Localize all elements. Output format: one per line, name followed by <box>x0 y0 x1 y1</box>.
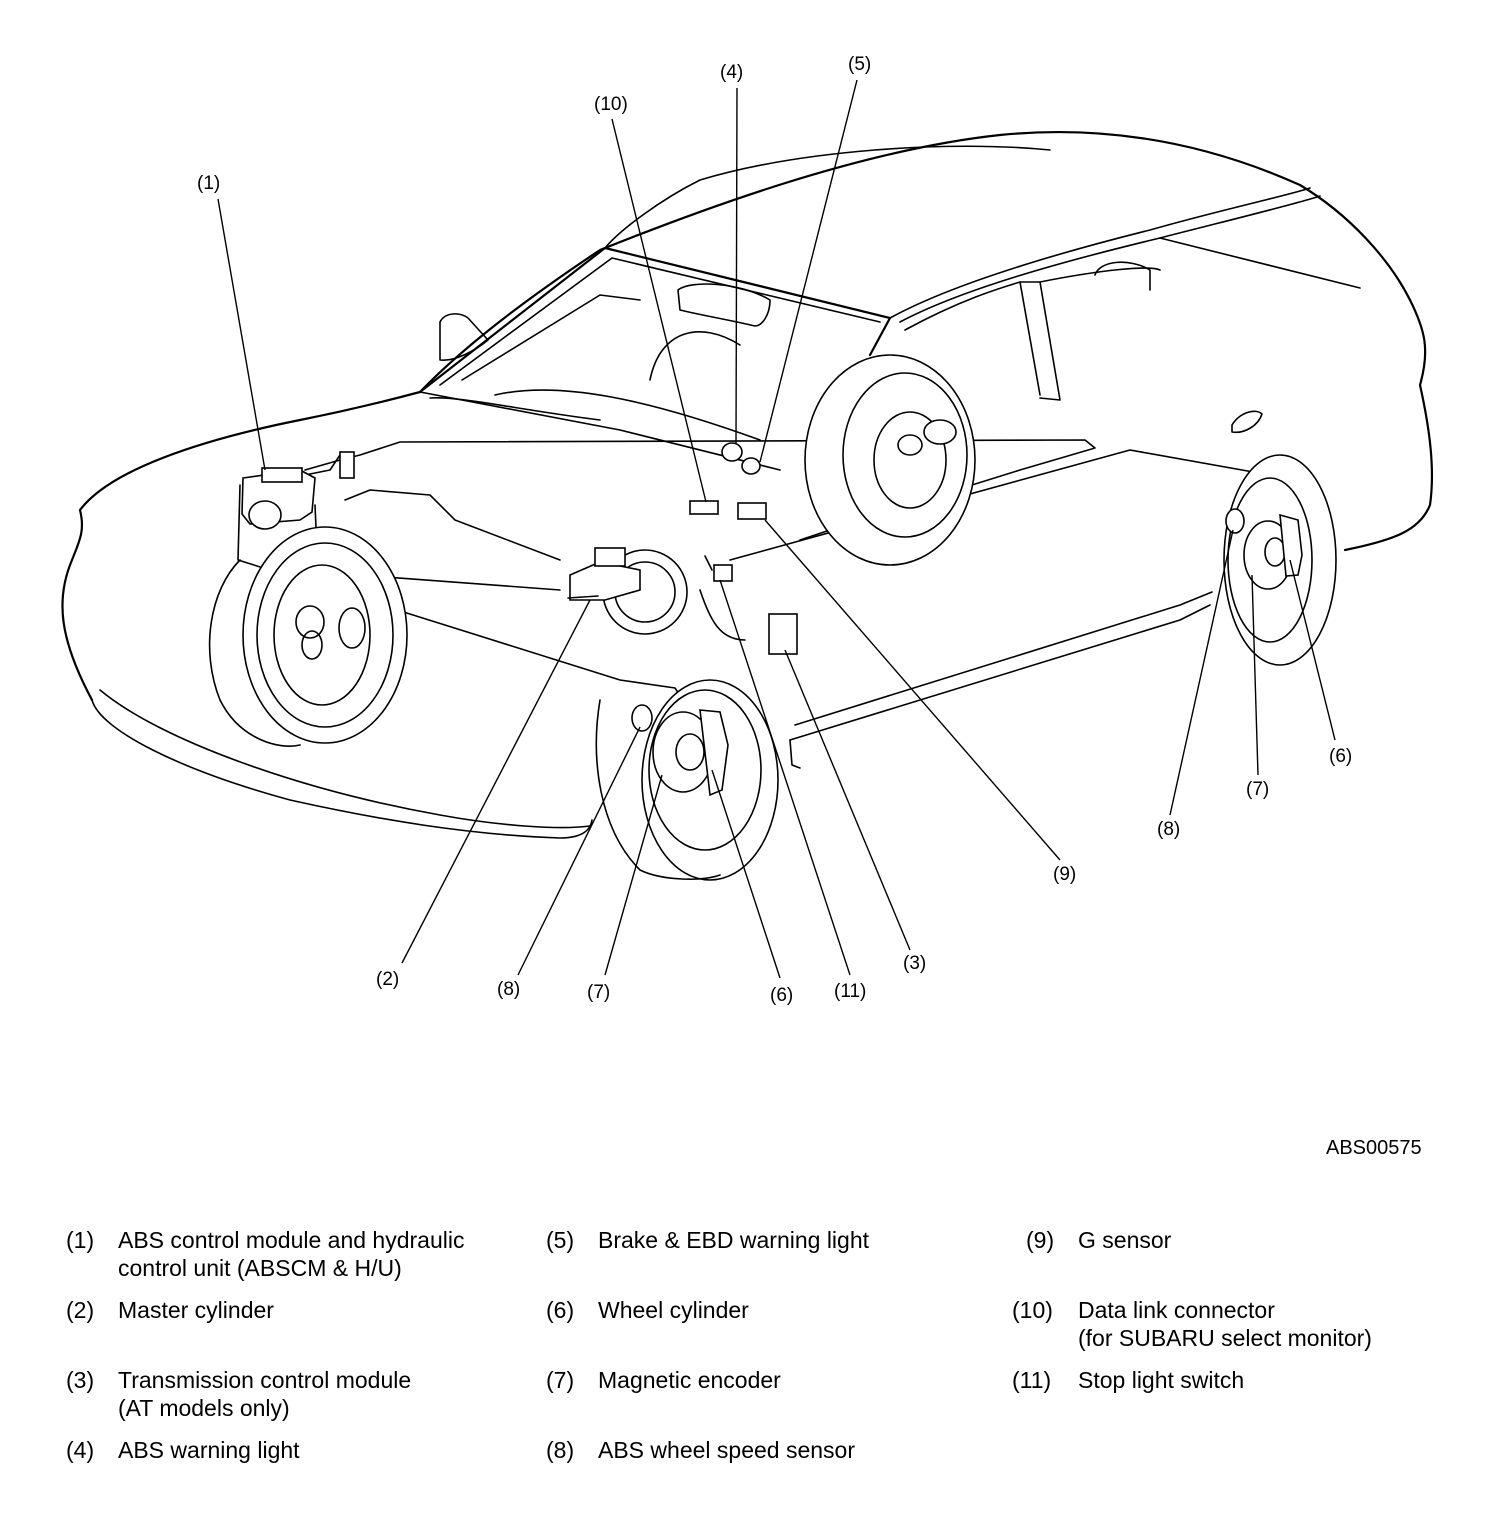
legend-number: (1) <box>66 1227 95 1253</box>
callout-7-front: (7) <box>587 982 610 1003</box>
legend-number: (7) <box>546 1367 575 1393</box>
legend-text: ABS warning light <box>118 1437 300 1463</box>
legend-number: (2) <box>66 1297 95 1323</box>
callout-6-rear: (6) <box>1329 746 1352 767</box>
callout-6-front: (6) <box>770 985 793 1006</box>
front-left-wheel <box>208 526 408 747</box>
callout-1: (1) <box>197 173 220 194</box>
callout-10: (10) <box>594 94 628 115</box>
legend-text: Transmission control module <box>118 1367 412 1393</box>
figure-id: ABS00575 <box>1326 1137 1422 1159</box>
legend-text: Wheel cylinder <box>598 1297 749 1323</box>
legend-text: Brake & EBD warning light <box>598 1227 870 1253</box>
callout-4: (4) <box>720 62 743 83</box>
legend-number: (4) <box>66 1437 95 1463</box>
legend-text: control unit (ABSCM & H/U) <box>118 1255 402 1281</box>
front-right-wheel <box>804 354 976 566</box>
legend-text: Magnetic encoder <box>598 1367 781 1393</box>
callout-9: (9) <box>1053 864 1076 885</box>
callout-8-front: (8) <box>497 979 520 1000</box>
legend-text: ABS wheel speed sensor <box>598 1437 855 1463</box>
legend-number: (3) <box>66 1367 95 1393</box>
legend-text: (AT models only) <box>118 1395 290 1421</box>
dashboard-components <box>689 442 767 520</box>
legend-number: (11) <box>1012 1367 1052 1393</box>
callout-5: (5) <box>848 54 871 75</box>
legend-number: (6) <box>546 1297 575 1323</box>
rear-right-wheel <box>1223 454 1337 666</box>
legend-text: (for SUBARU select monitor) <box>1078 1325 1372 1351</box>
callout-3: (3) <box>903 953 926 974</box>
legend-text: G sensor <box>1078 1227 1172 1253</box>
legend-text: Data link connector <box>1078 1297 1275 1323</box>
abs-system-diagram: (1) (10) (4) (5) (2) (8) (7) (6) (11) (3… <box>61 54 1434 1006</box>
legend-number: (8) <box>546 1437 575 1463</box>
callout-labels: (1) (10) (4) (5) (2) (8) (7) (6) (11) (3… <box>197 54 1352 1006</box>
callout-7-rear: (7) <box>1246 779 1269 800</box>
stop-light-switch <box>699 555 746 641</box>
abs-hydraulic-unit <box>241 451 355 530</box>
legend-text: Master cylinder <box>118 1297 274 1323</box>
master-cylinder-booster <box>567 547 688 635</box>
legend-number: (9) <box>1026 1227 1055 1253</box>
callout-2: (2) <box>376 969 399 990</box>
leader-lines <box>217 79 1336 979</box>
callout-11: (11) <box>834 981 866 1002</box>
transmission-control-module <box>768 613 798 655</box>
legend-text: Stop light switch <box>1078 1367 1245 1393</box>
callout-8-rear: (8) <box>1157 819 1180 840</box>
car-body <box>61 130 1434 839</box>
legend-text: ABS control module and hydraulic <box>118 1227 465 1253</box>
parts-legend: (1) ABS control module and hydraulic con… <box>0 1226 1504 1506</box>
rear-left-wheel <box>595 679 779 881</box>
legend-number: (10) <box>1012 1297 1053 1323</box>
legend-number: (5) <box>546 1227 575 1253</box>
